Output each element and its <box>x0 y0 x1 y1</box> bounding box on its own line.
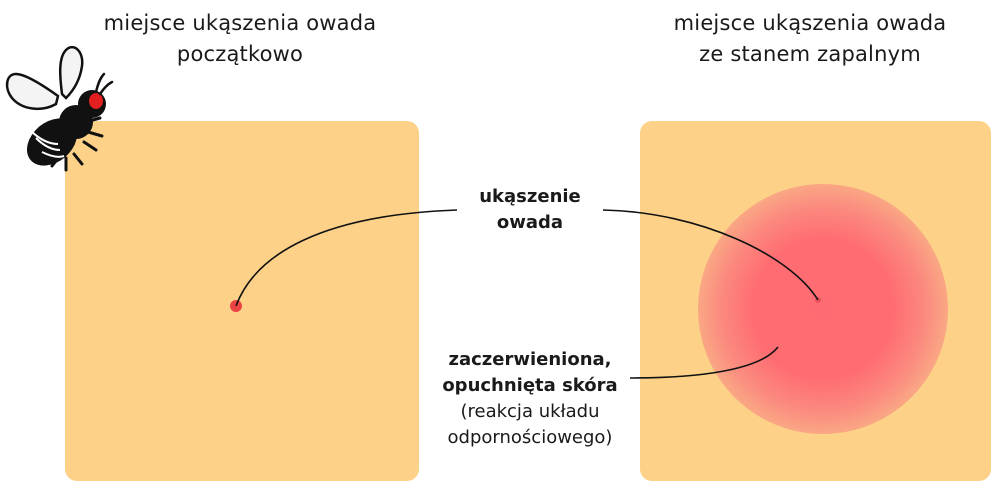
caption-right-line2: ze stanem zapalnym <box>699 42 921 66</box>
label-redness-line4: odpornościowego) <box>447 427 613 448</box>
label-redness-line1: zaczerwieniona, <box>448 349 612 370</box>
label-bite-line1: ukąszenie <box>479 186 581 207</box>
caption-right-line1: miejsce ukąszenia owada <box>673 11 947 35</box>
insect-icon <box>5 45 114 172</box>
label-redness: zaczerwieniona, opuchnięta skóra (reakcj… <box>420 347 640 451</box>
label-insect-bite: ukąszenie owada <box>455 184 605 236</box>
insect-eye <box>89 93 103 109</box>
label-bite-line2: owada <box>496 212 564 233</box>
caption-right: miejsce ukąszenia owada ze stanem zapaln… <box>630 8 990 70</box>
skin-panel-initial <box>65 121 419 481</box>
label-redness-line3: (reakcja układu <box>460 401 600 422</box>
label-redness-line2: opuchnięta skóra <box>442 375 618 396</box>
caption-left-line2: początkowo <box>176 42 304 66</box>
caption-left: miejsce ukąszenia owada początkowo <box>60 8 420 70</box>
connector-bite-right <box>602 209 819 301</box>
inflamed-swelling <box>698 184 948 434</box>
caption-left-line1: miejsce ukąszenia owada <box>103 11 377 35</box>
connector-bite-left <box>235 209 458 307</box>
connector-redness <box>629 346 779 379</box>
